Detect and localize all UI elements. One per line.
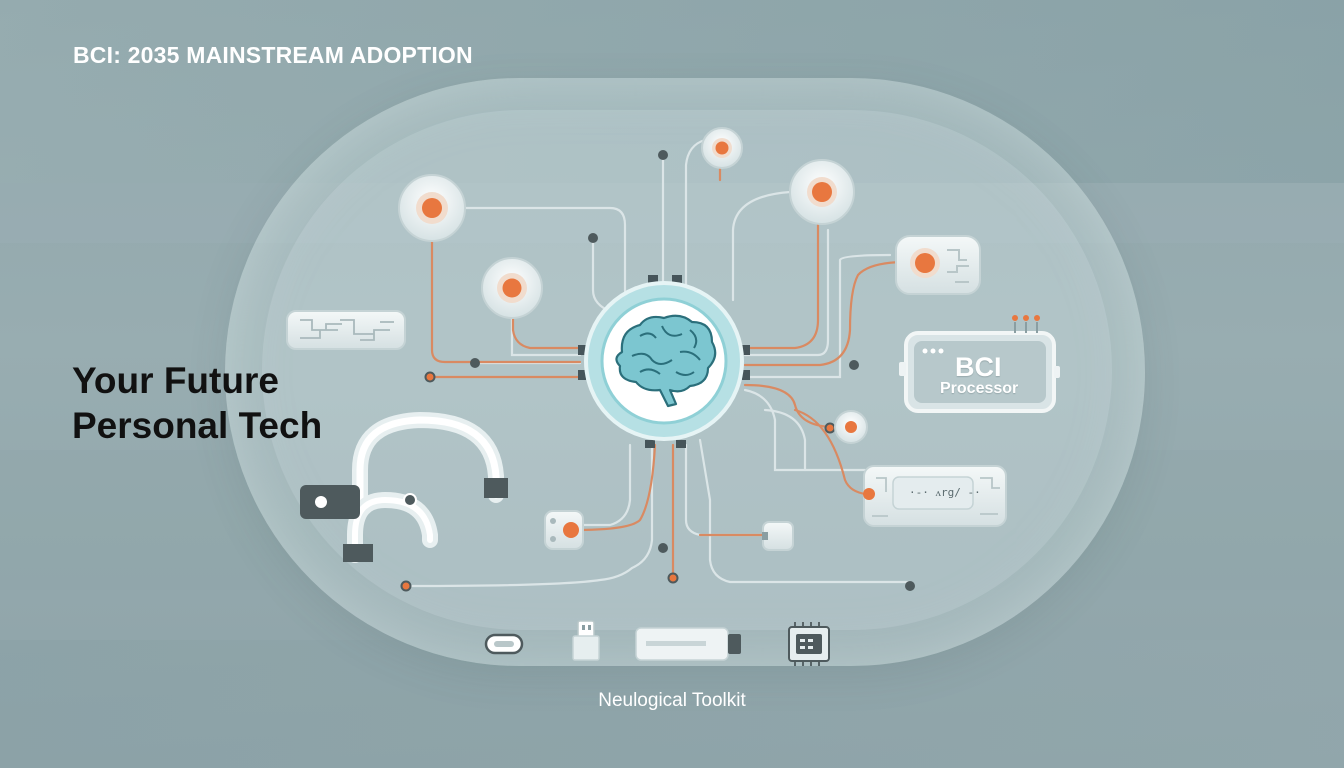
slide-title: BCI: 2035 MAINSTREAM ADOPTION	[73, 42, 473, 68]
sensor-module	[895, 235, 981, 295]
brain-icon	[615, 314, 717, 408]
headline-line: Your Future	[72, 360, 279, 401]
headline: Your Future Personal Tech	[72, 358, 322, 448]
sensor-tab	[544, 510, 584, 550]
orange-traces	[428, 166, 908, 580]
connector-plug	[762, 521, 794, 551]
sensor-node	[789, 159, 855, 225]
usb-a-connector-icon	[572, 620, 600, 661]
sensor-node	[398, 174, 466, 242]
microchip-icon	[788, 622, 830, 666]
background-band	[0, 640, 1344, 768]
sensor-node	[481, 257, 543, 319]
panel-label: ·-· ᴧrg/ -·	[909, 486, 981, 499]
background-band	[0, 0, 1344, 183]
circuit-panel-right	[863, 465, 1007, 527]
processor-label: BCI	[955, 352, 1002, 382]
trace-endpoints	[470, 150, 915, 591]
sensor-node	[834, 410, 868, 444]
processor-sublabel: Processor	[940, 380, 1019, 397]
orange-endpoints	[400, 371, 836, 592]
background-band	[0, 183, 1344, 243]
toolkit-caption: Neulogical Toolkit	[598, 690, 746, 711]
circuit-chip-left	[286, 310, 406, 350]
bci-processor-box	[899, 315, 1060, 413]
headphones-icon	[300, 411, 508, 563]
usb-stick-icon	[635, 627, 741, 661]
sensor-node	[701, 127, 743, 169]
usb-c-connector-icon	[484, 633, 524, 655]
headline-line: Personal Tech	[72, 405, 323, 446]
